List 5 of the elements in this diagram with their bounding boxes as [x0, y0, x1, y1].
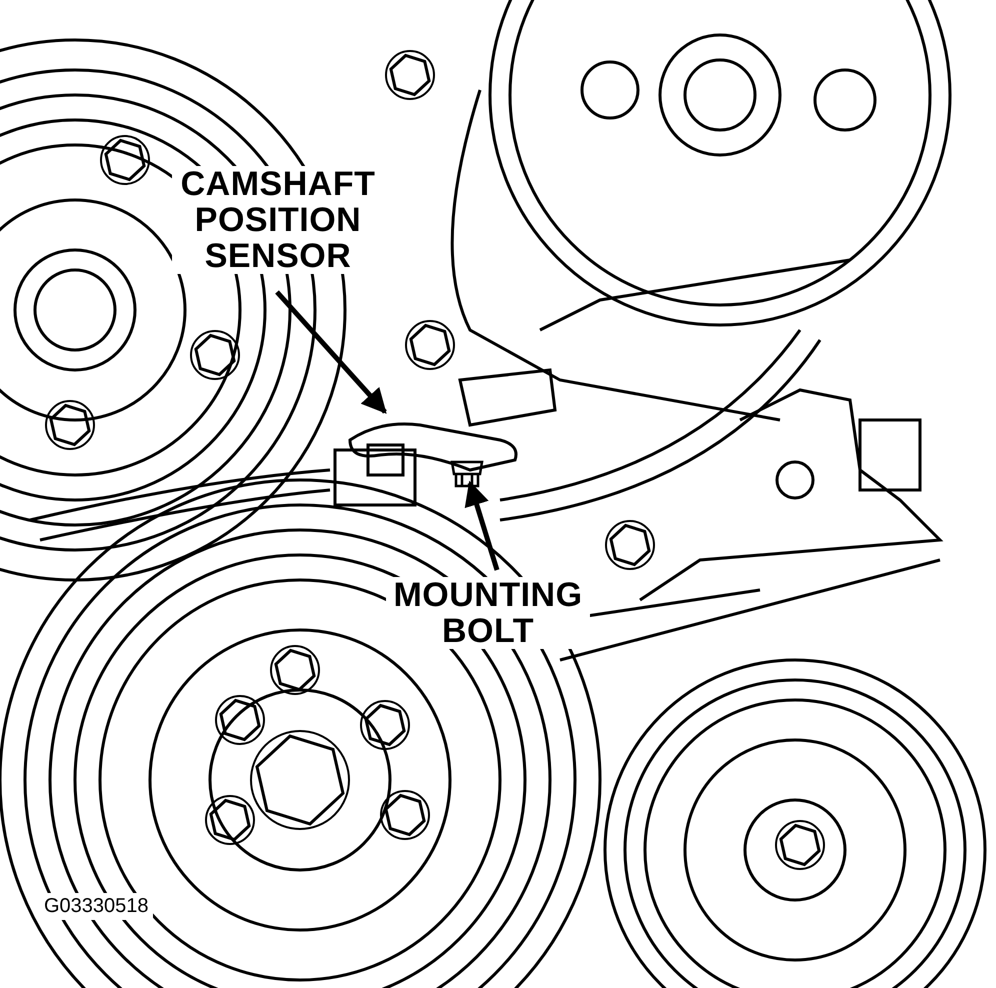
callout-label: MOUNTING BOLT: [386, 577, 590, 649]
sensor-drawing: [334, 368, 557, 506]
leader-arrow: [275, 290, 387, 414]
leader-arrow: [464, 480, 500, 571]
bolt-drawing: [450, 460, 484, 488]
